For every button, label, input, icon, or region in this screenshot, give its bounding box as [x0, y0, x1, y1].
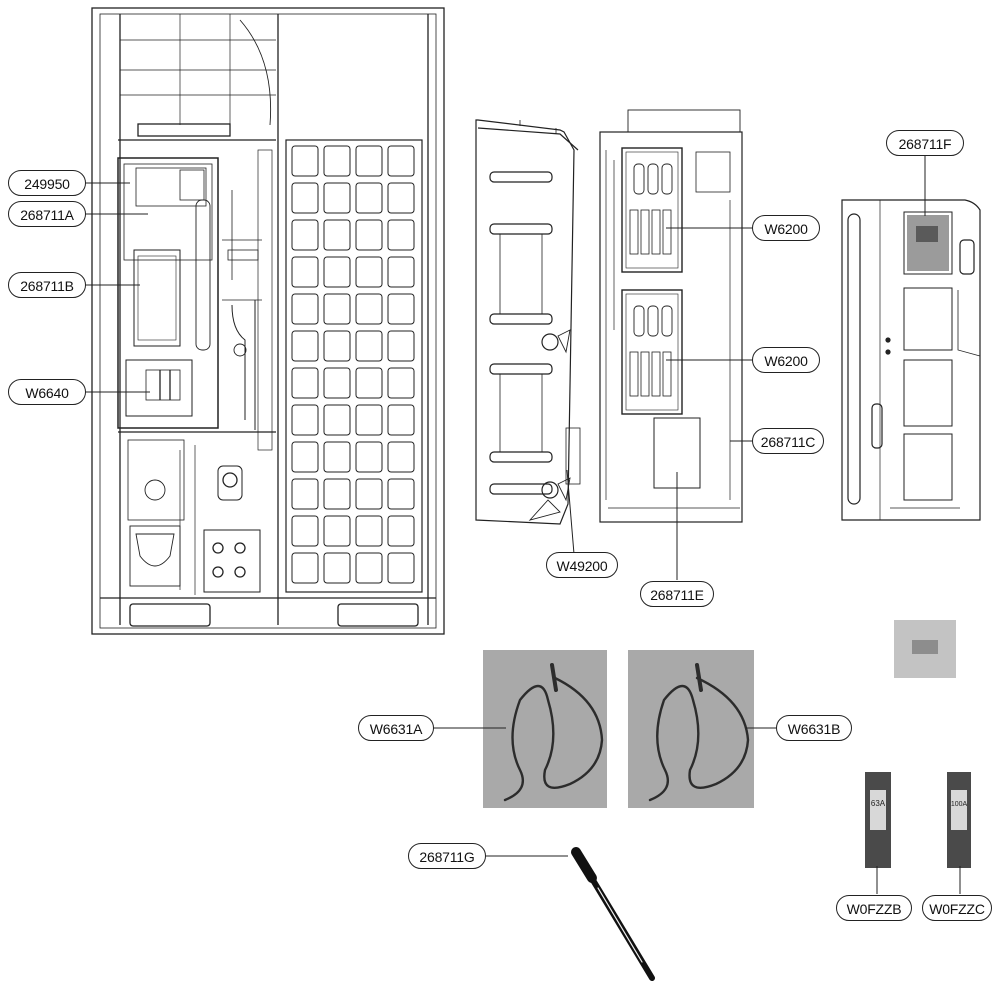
- label-268711b: 268711B: [8, 272, 86, 298]
- grid-cell: [323, 330, 351, 362]
- label-w6200-top: W6200: [752, 215, 820, 241]
- grid-cell: [355, 478, 383, 510]
- side-panel: [475, 119, 581, 525]
- fuse-w0fzzc: 100A: [947, 772, 971, 868]
- label-268711g: 268711G: [408, 843, 486, 869]
- grid-cell: [291, 219, 319, 251]
- grid-cell: [355, 293, 383, 325]
- grid-cell: [355, 330, 383, 362]
- label-249950: 249950: [8, 170, 86, 196]
- grid-cell: [323, 441, 351, 473]
- grid-cell: [355, 182, 383, 214]
- grid-cell: [291, 293, 319, 325]
- grid-cell: [323, 293, 351, 325]
- label-w6200-bottom: W6200: [752, 347, 820, 373]
- grid-cell: [291, 552, 319, 584]
- temperature-probe: [571, 847, 655, 981]
- label-w0fzzb: W0FZZB: [836, 895, 912, 921]
- grid-cell: [355, 256, 383, 288]
- fuse-100a-marking: 100A: [951, 801, 968, 808]
- power-module: [651, 351, 661, 397]
- label-w6631a: W6631A: [358, 715, 434, 741]
- outdoor-unit-front: [91, 7, 445, 635]
- grid-cell: [355, 145, 383, 177]
- grid-cell: [291, 404, 319, 436]
- label-268711f: 268711F: [886, 130, 964, 156]
- grid-cell: [355, 367, 383, 399]
- grid-cell: [355, 515, 383, 547]
- grid-cell: [387, 552, 415, 584]
- grid-cell: [387, 441, 415, 473]
- grid-cell: [355, 552, 383, 584]
- pcb-268711f-board: [907, 215, 949, 271]
- power-module: [651, 209, 661, 255]
- grid-cell: [387, 182, 415, 214]
- grid-cell: [355, 441, 383, 473]
- grid-cell: [291, 256, 319, 288]
- power-module: [640, 209, 650, 255]
- fuse-w0fzzb: 63A: [865, 772, 891, 868]
- grid-cell: [291, 515, 319, 547]
- label-w6640: W6640: [8, 379, 86, 405]
- grid-cell: [291, 330, 319, 362]
- capacitor: [661, 305, 673, 337]
- power-module: [640, 351, 650, 397]
- control-panel-right: [841, 199, 981, 521]
- grid-cell: [323, 367, 351, 399]
- grid-cell: [323, 404, 351, 436]
- grid-cell: [355, 404, 383, 436]
- power-module: [662, 351, 672, 397]
- heat-exchanger-grid: [285, 139, 423, 593]
- grid-cell: [387, 219, 415, 251]
- heat-exchanger-cells: [291, 145, 415, 584]
- grid-cell: [387, 404, 415, 436]
- grid-cell: [387, 367, 415, 399]
- grid-cell: [291, 367, 319, 399]
- grid-cell: [291, 441, 319, 473]
- grid-cell: [291, 182, 319, 214]
- grid-cell: [323, 182, 351, 214]
- capacitor: [633, 305, 645, 337]
- grid-cell: [387, 478, 415, 510]
- leader-lines: [84, 155, 961, 894]
- label-268711a: 268711A: [8, 201, 86, 227]
- power-module: [629, 351, 639, 397]
- grid-cell: [323, 478, 351, 510]
- small-part-detail: [912, 640, 938, 654]
- label-w0fzzc: W0FZZC: [922, 895, 992, 921]
- grid-cell: [291, 145, 319, 177]
- grid-cell: [387, 515, 415, 547]
- inverter-panel: [599, 109, 743, 523]
- grid-cell: [323, 219, 351, 251]
- grid-cell: [387, 330, 415, 362]
- pcb-chip: [916, 226, 938, 242]
- fuse-63a-marking: 63A: [871, 799, 886, 808]
- cable-b: [648, 663, 750, 802]
- grid-cell: [291, 478, 319, 510]
- label-268711c: 268711C: [752, 428, 824, 454]
- capacitor: [661, 163, 673, 195]
- capacitor: [633, 163, 645, 195]
- grid-cell: [387, 293, 415, 325]
- inverter-components: [629, 163, 673, 397]
- label-268711e: 268711E: [640, 581, 714, 607]
- grid-cell: [355, 219, 383, 251]
- grid-cell: [323, 256, 351, 288]
- grid-cell: [387, 145, 415, 177]
- power-module: [629, 209, 639, 255]
- label-w49200: W49200: [546, 552, 618, 578]
- power-module: [662, 209, 672, 255]
- label-w6631b: W6631B: [776, 715, 852, 741]
- capacitor: [647, 305, 659, 337]
- grid-cell: [387, 256, 415, 288]
- cable-a: [503, 663, 604, 802]
- grid-cell: [323, 552, 351, 584]
- grid-cell: [323, 515, 351, 547]
- capacitor: [647, 163, 659, 195]
- grid-cell: [323, 145, 351, 177]
